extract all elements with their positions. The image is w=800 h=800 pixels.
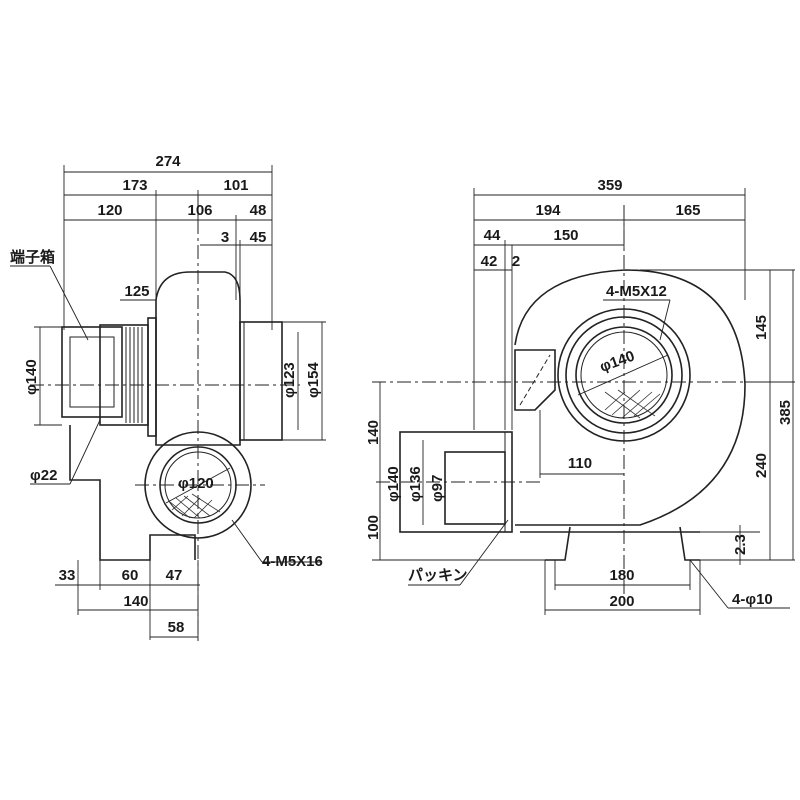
side-view: 274 173 101 120 106 48 3 45 125 端子箱 φ140… xyxy=(10,153,326,645)
scroll-casing xyxy=(514,269,746,526)
dim-200: 200 xyxy=(609,593,634,610)
dim-2: 2 xyxy=(512,253,520,270)
dim-58: 58 xyxy=(168,619,185,636)
front-left-dimensions xyxy=(372,382,545,561)
side-top-dimensions xyxy=(63,165,273,330)
connection-block xyxy=(514,349,556,411)
packing-label: パッキン xyxy=(408,567,468,584)
inlet-duct xyxy=(239,321,283,441)
dim-phi123: φ123 xyxy=(281,362,298,398)
front-base-legs xyxy=(545,526,700,561)
dim-274: 274 xyxy=(155,153,181,170)
front-view: φ140 4-M5X12 359 194 165 44 xyxy=(365,177,795,615)
dim-phi120: φ120 xyxy=(178,475,214,492)
dim-359: 359 xyxy=(597,177,622,194)
inlet-middle-ring xyxy=(565,316,683,434)
motor-fins xyxy=(125,327,143,423)
inlet-outer-ring xyxy=(557,308,691,442)
dim-60: 60 xyxy=(122,567,139,584)
dim-145: 145 xyxy=(753,315,770,340)
dim-194: 194 xyxy=(535,202,561,219)
terminal-box-leader xyxy=(49,265,89,341)
dim-42: 42 xyxy=(481,253,498,270)
inlet-hatching xyxy=(604,389,661,419)
side-base xyxy=(69,425,196,561)
dim-140-left: 140 xyxy=(365,420,382,445)
dim-phi97: φ97 xyxy=(429,475,446,502)
front-right-dimensions xyxy=(640,269,795,565)
dim-120: 120 xyxy=(97,202,122,219)
dim-150: 150 xyxy=(553,227,578,244)
terminal-box-inner xyxy=(69,336,115,408)
phi140-inlet-leader xyxy=(577,354,669,396)
dim-180: 180 xyxy=(609,567,634,584)
outlet-flange-circle xyxy=(144,431,252,539)
dim-44: 44 xyxy=(484,227,501,244)
outlet-hatching xyxy=(169,493,221,519)
side-bolt-label: 4-M5X16 xyxy=(262,553,323,570)
dim-385: 385 xyxy=(777,400,794,425)
dim-47: 47 xyxy=(166,567,183,584)
front-bolt-label: 4-M5X12 xyxy=(606,283,667,300)
hole-label: 4-φ10 xyxy=(732,591,773,608)
dim-140-bottom: 140 xyxy=(123,593,148,610)
dim-2-3: 2.3 xyxy=(732,534,749,555)
phi120-leader xyxy=(165,467,231,504)
dim-173: 173 xyxy=(122,177,147,194)
terminal-box xyxy=(61,326,123,418)
dim-240: 240 xyxy=(753,453,770,478)
dim-165: 165 xyxy=(675,202,700,219)
dim-100-left: 100 xyxy=(365,515,382,540)
front-top-dimensions xyxy=(473,188,746,430)
front-bottom-dimensions xyxy=(544,559,790,615)
outlet-bore-circle xyxy=(159,446,237,524)
dim-phi140-side: φ140 xyxy=(23,359,40,395)
inlet-bore xyxy=(575,326,673,424)
dim-106: 106 xyxy=(187,202,212,219)
outlet-inner xyxy=(444,451,506,525)
dim-125: 125 xyxy=(124,283,149,300)
motor-body xyxy=(99,324,149,426)
dim-phi136: φ136 xyxy=(407,466,424,502)
dim-phi154: φ154 xyxy=(305,362,322,398)
dim-48: 48 xyxy=(250,202,267,219)
dim-3: 3 xyxy=(221,229,229,246)
dim-phi22: φ22 xyxy=(30,467,57,484)
terminal-box-label: 端子箱 xyxy=(10,248,55,266)
dim-phi140-outlet: φ140 xyxy=(385,466,402,502)
motor-flange xyxy=(147,317,157,437)
dim-45: 45 xyxy=(250,229,267,246)
side-bottom-dimensions xyxy=(55,560,200,640)
dim-101: 101 xyxy=(223,177,248,194)
dim-110: 110 xyxy=(568,455,592,472)
dim-33: 33 xyxy=(59,567,76,584)
